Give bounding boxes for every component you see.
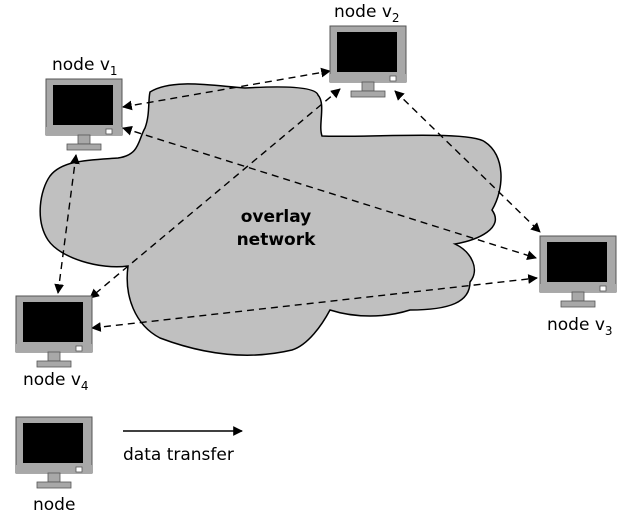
connection-v2-v4 bbox=[89, 88, 341, 299]
computer-icon bbox=[329, 25, 407, 98]
legend-node-label: node bbox=[33, 495, 75, 515]
connection-v4-v3 bbox=[91, 274, 538, 332]
cloud-label-line2: network bbox=[237, 230, 317, 250]
connection-v2-v3 bbox=[394, 90, 541, 233]
node-v4-label: node v4 bbox=[23, 370, 89, 393]
connections bbox=[54, 67, 541, 332]
legend-arrow-label: data transfer bbox=[123, 445, 234, 465]
cloud-label-line1: overlay bbox=[241, 207, 312, 227]
node-v1[interactable]: node v1 bbox=[45, 55, 123, 151]
computer-icon bbox=[15, 295, 93, 368]
node-v3[interactable]: node v3 bbox=[539, 235, 617, 338]
legend-computer-icon bbox=[15, 416, 93, 489]
node-v4[interactable]: node v4 bbox=[15, 295, 93, 393]
computer-icon bbox=[539, 235, 617, 308]
legend: node data transfer bbox=[15, 416, 243, 515]
computer-icon bbox=[45, 78, 123, 151]
node-v1-label: node v1 bbox=[52, 55, 118, 78]
node-v2-label: node v2 bbox=[334, 2, 400, 25]
node-v3-label: node v3 bbox=[547, 315, 613, 338]
node-v2[interactable]: node v2 bbox=[329, 2, 407, 98]
